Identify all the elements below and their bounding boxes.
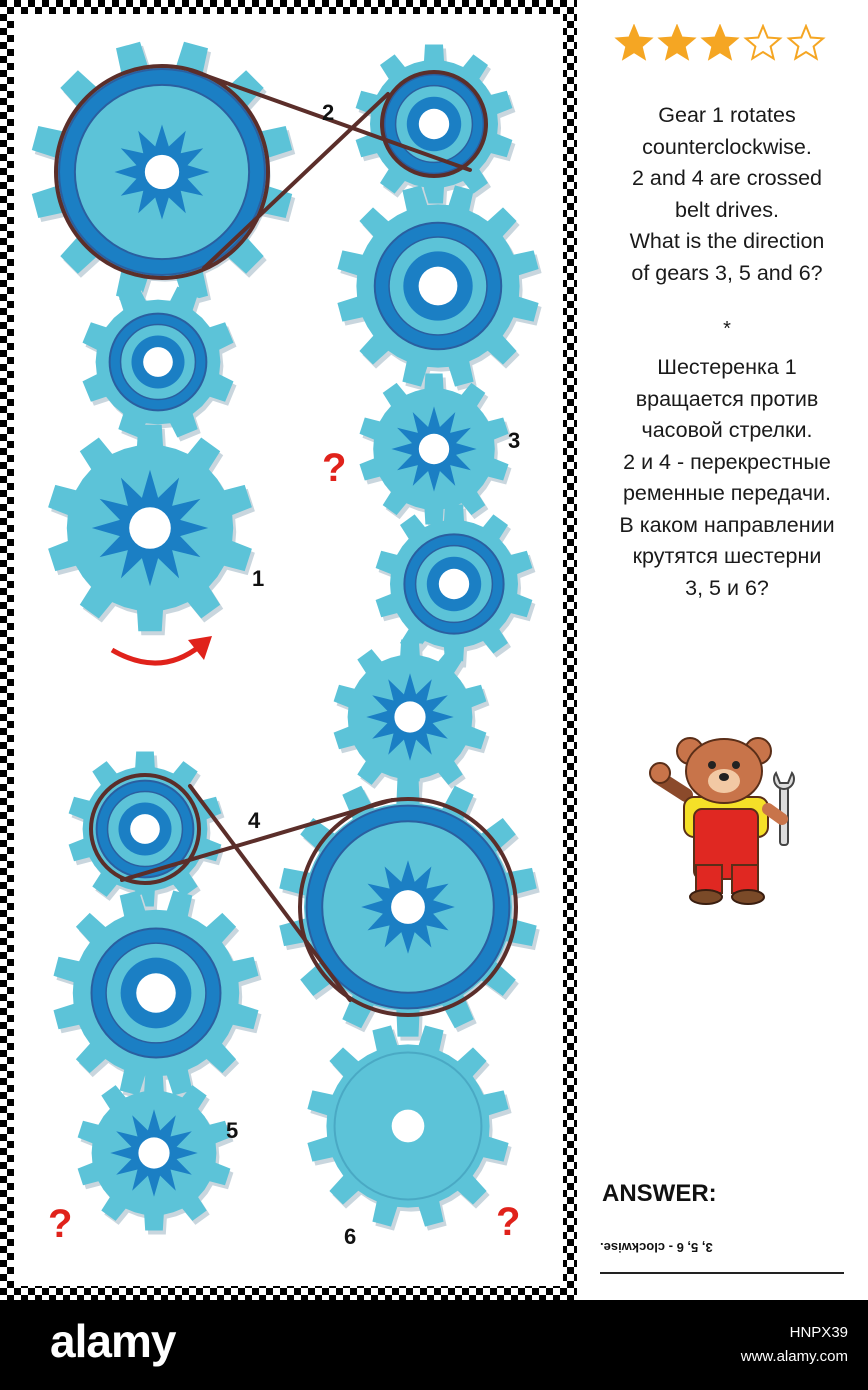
gear-icon xyxy=(307,1025,512,1231)
answer-text-upside-down: 3, 5, 6 - clockwise. xyxy=(600,1240,713,1255)
instruction-ru-line: 2 и 4 - перекрестные xyxy=(623,449,831,474)
instructions-english: Gear 1 rotates counterclockwise. 2 and 4… xyxy=(582,100,868,289)
instruction-en-line: Gear 1 rotates xyxy=(658,103,796,127)
instruction-ru-line: В каком направлении xyxy=(619,512,835,537)
instruction-en-line: counterclockwise. xyxy=(642,134,812,159)
gear-icon xyxy=(375,504,536,668)
gear-icon xyxy=(337,185,542,391)
belt-segment xyxy=(188,68,472,172)
belt-loop xyxy=(380,70,488,178)
answer-line xyxy=(600,1272,844,1274)
instruction-en-line: of gears 3, 5 and 6? xyxy=(631,260,823,285)
gear-label-1: 1 xyxy=(252,566,265,591)
belt-loop xyxy=(89,773,201,885)
question-mark-gear-6: ? xyxy=(496,1200,521,1244)
gear-icon xyxy=(77,1075,234,1235)
belt-segment xyxy=(188,784,352,1002)
belt-segment xyxy=(202,92,390,270)
instruction-ru-line: крутятся шестерни xyxy=(632,544,822,568)
gear-label-5: 5 xyxy=(226,1118,239,1143)
instruction-ru-line: ременные передачи. xyxy=(622,481,832,505)
question-mark-gear-5: ? xyxy=(48,1202,73,1246)
gear-icon xyxy=(48,424,255,636)
gear-label-6: 6 xyxy=(344,1224,357,1249)
instruction-ru-line: вращается против xyxy=(635,386,819,411)
instruction-ru-line: 3, 5 и 6? xyxy=(685,575,769,600)
belt-loop xyxy=(54,64,270,280)
instruction-en-line: belt drives. xyxy=(675,197,779,222)
instruction-en-line: What is the direction xyxy=(629,229,825,253)
belt-loop xyxy=(298,797,518,1017)
difficulty-rating xyxy=(614,24,826,61)
rotation-arrow-icon xyxy=(110,644,202,666)
gear-icon xyxy=(53,890,262,1100)
gear-icon xyxy=(279,777,540,1041)
instruction-en-line: 2 and 4 are crossed xyxy=(631,166,823,190)
star-empty-icon xyxy=(743,24,783,61)
star-empty-icon xyxy=(786,24,826,61)
star-filled-icon xyxy=(614,24,654,61)
instructions-russian: Шестеренка 1 вращается против часовой ст… xyxy=(582,352,868,604)
answer-label: ANSWER: xyxy=(602,1180,717,1207)
question-mark-gear-3: ? xyxy=(322,446,347,490)
rotation-arrowhead-icon xyxy=(188,636,212,660)
belt-segment xyxy=(120,798,394,882)
instruction-ru-line: Шестеренка 1 xyxy=(657,355,797,379)
bear-mechanic-icon xyxy=(649,737,795,905)
watermark-footer: alamy HNPX39 www.alamy.com xyxy=(0,1300,868,1390)
puzzle-stage: 1 2 3 4 5 6 ? ? ? Gear 1 rotates counter… xyxy=(0,0,868,1300)
gear-icon xyxy=(82,286,237,442)
gear-label-3: 3 xyxy=(508,428,521,453)
puzzle-illustration xyxy=(0,0,577,1300)
footer-url: www.alamy.com xyxy=(740,1348,848,1365)
gear-icon xyxy=(359,373,512,529)
instruction-ru-line: часовой стрелки. xyxy=(641,418,813,442)
star-filled-icon xyxy=(700,24,740,61)
footer-image-id: HNPX39 xyxy=(789,1324,848,1341)
gear-icon xyxy=(333,639,490,799)
gear-label-4: 4 xyxy=(248,808,261,833)
footer-logo: alamy xyxy=(50,1315,176,1367)
gears-layer xyxy=(31,41,542,1235)
star-filled-icon xyxy=(657,24,697,61)
gear-icon xyxy=(31,41,296,307)
belts-layer xyxy=(54,64,518,1017)
gear-label-2: 2 xyxy=(322,100,335,125)
language-separator: * xyxy=(723,318,731,340)
